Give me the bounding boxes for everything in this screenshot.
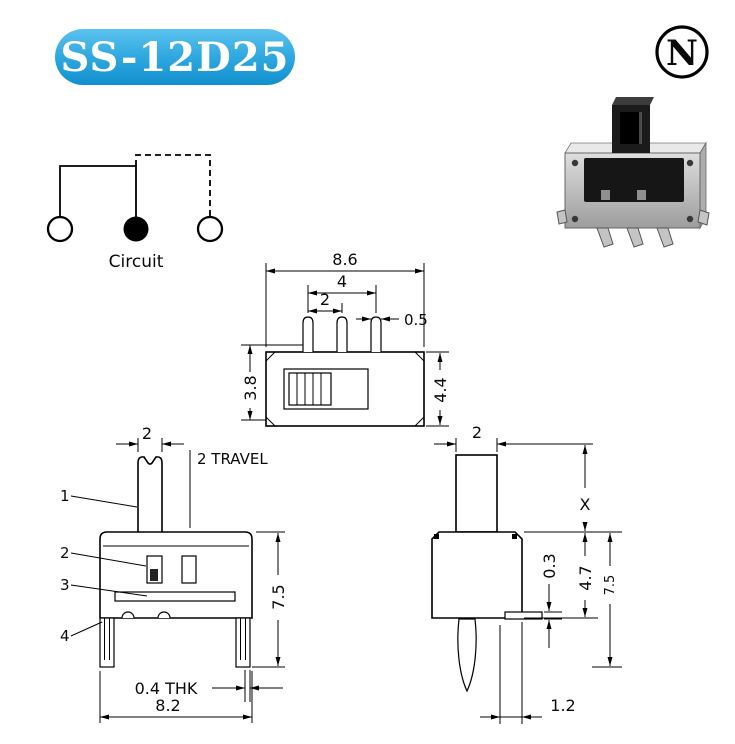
corner-post (434, 534, 439, 539)
dim-label-pin-span-4: 4 (337, 272, 347, 291)
actuator-front (137, 456, 163, 532)
dim-label-4-7: 4.7 (576, 565, 595, 590)
dim-label-pin-pitch-2: 2 (320, 290, 330, 309)
standoff-bump (121, 611, 135, 619)
dim-label-3-8: 3.8 (241, 375, 260, 400)
dim-left-height: 3.8 (241, 344, 303, 421)
actuator-side (455, 454, 498, 533)
circuit-label: Circuit (109, 252, 164, 272)
dim-label-1-2: 1.2 (550, 696, 575, 715)
mount-leg-right (235, 617, 251, 668)
dim-pin-offset: 1.2 (480, 622, 576, 724)
dim-pin-width: 0.5 (356, 311, 428, 329)
corner-mark (414, 416, 425, 427)
dim-body-height: 4.7 (524, 533, 598, 619)
dim-terminal-thk: 0.3 (540, 553, 562, 648)
dim-right-height: 4.4 (426, 351, 450, 427)
standoff-bump (157, 611, 171, 619)
circuit-dashed-link (135, 154, 211, 217)
corner-mark (265, 351, 276, 362)
logo-letter: N (666, 33, 698, 74)
dim-label-4-4: 4.4 (431, 377, 450, 402)
callout-3: 3 (60, 576, 70, 594)
thickness-label: 0.4 THK (135, 679, 198, 698)
circuit-diagram: Circuit (46, 154, 224, 272)
circuit-node-common (123, 216, 149, 242)
callout-4: 4 (60, 627, 70, 645)
switch-contact-a (601, 190, 610, 200)
moving-contact (150, 569, 158, 581)
corner-mark (414, 351, 425, 362)
switch-knob-top (612, 97, 654, 105)
brand-logo: N (655, 25, 709, 79)
terminal-pin-1 (302, 316, 314, 352)
dim-total-height: 7.5 (592, 533, 622, 668)
switch-knob-highlight (639, 112, 642, 144)
switch-knob-slot (620, 112, 642, 144)
callouts: 1 2 3 4 (60, 487, 148, 645)
dim-front-width: 8.2 (99, 671, 253, 723)
contact-window-b (181, 555, 197, 584)
front-view: 2 2 TRAVEL 1 2 3 4 7.5 (60, 424, 288, 723)
terminal-tab (504, 611, 543, 620)
part-number-text: SS-12D25 (61, 34, 290, 81)
base-plate (114, 591, 236, 602)
dim-label-knob-2: 2 (142, 424, 152, 443)
dim-label-0-3: 0.3 (540, 553, 559, 578)
slider-block (288, 372, 332, 406)
dim-label-pin-width-0-5: 0.5 (404, 311, 428, 329)
dim-label-7-5-side: 7.5 (603, 575, 618, 596)
top-view: 8.6 4 2 0.5 3.8 (241, 250, 450, 427)
dim-body-width: 8.6 (265, 250, 425, 347)
rivet-icon (571, 215, 579, 223)
terminal-pin-2 (336, 316, 348, 352)
side-view: 2 X 0.3 4.7 7.5 (431, 423, 622, 724)
switch-contact-b (637, 190, 646, 200)
slider-hatch (296, 373, 322, 405)
dim-pin-pitch: 2 (308, 290, 343, 314)
part-number-badge: SS-12D25 (55, 29, 295, 85)
terminal-pin-3 (370, 316, 382, 352)
dim-label-height-7-5: 7.5 (269, 584, 288, 609)
side-body (431, 531, 523, 619)
circuit-solid-link (59, 165, 137, 217)
dim-terminal-thickness: 0.4 THK (135, 670, 283, 702)
dim-knob-width: 2 (116, 424, 184, 452)
dim-pin-span: 4 (307, 272, 377, 313)
corner-post (512, 534, 517, 539)
dim-label-width-8-6: 8.6 (332, 250, 357, 269)
rivet-icon (686, 215, 694, 223)
dim-label-x: X (580, 495, 591, 514)
dim-stem-height: X (524, 445, 622, 533)
circuit-node-right (196, 215, 224, 243)
front-body (99, 531, 253, 619)
corner-mark (265, 416, 276, 427)
rivet-icon (571, 159, 579, 167)
dim-front-height: 7.5 (252, 531, 288, 668)
dim-label-width-8-2: 8.2 (155, 696, 180, 715)
switch-pins (556, 209, 710, 248)
product-photo (556, 97, 710, 248)
dim-side-knob: 2 (434, 423, 593, 452)
badge-capsule (55, 29, 295, 85)
circuit-node-left (46, 215, 74, 243)
callout-2: 2 (60, 544, 70, 562)
bent-pin-loop (457, 618, 477, 693)
rivet-icon (686, 159, 694, 167)
dim-label-knob-2-side: 2 (472, 423, 482, 442)
callout-1: 1 (60, 487, 70, 505)
travel-label: 2 TRAVEL (197, 450, 268, 468)
mount-leg-left (99, 617, 115, 668)
dim-travel: 2 TRAVEL (189, 450, 268, 528)
logo-circle (655, 25, 709, 79)
switch-window (584, 158, 684, 202)
